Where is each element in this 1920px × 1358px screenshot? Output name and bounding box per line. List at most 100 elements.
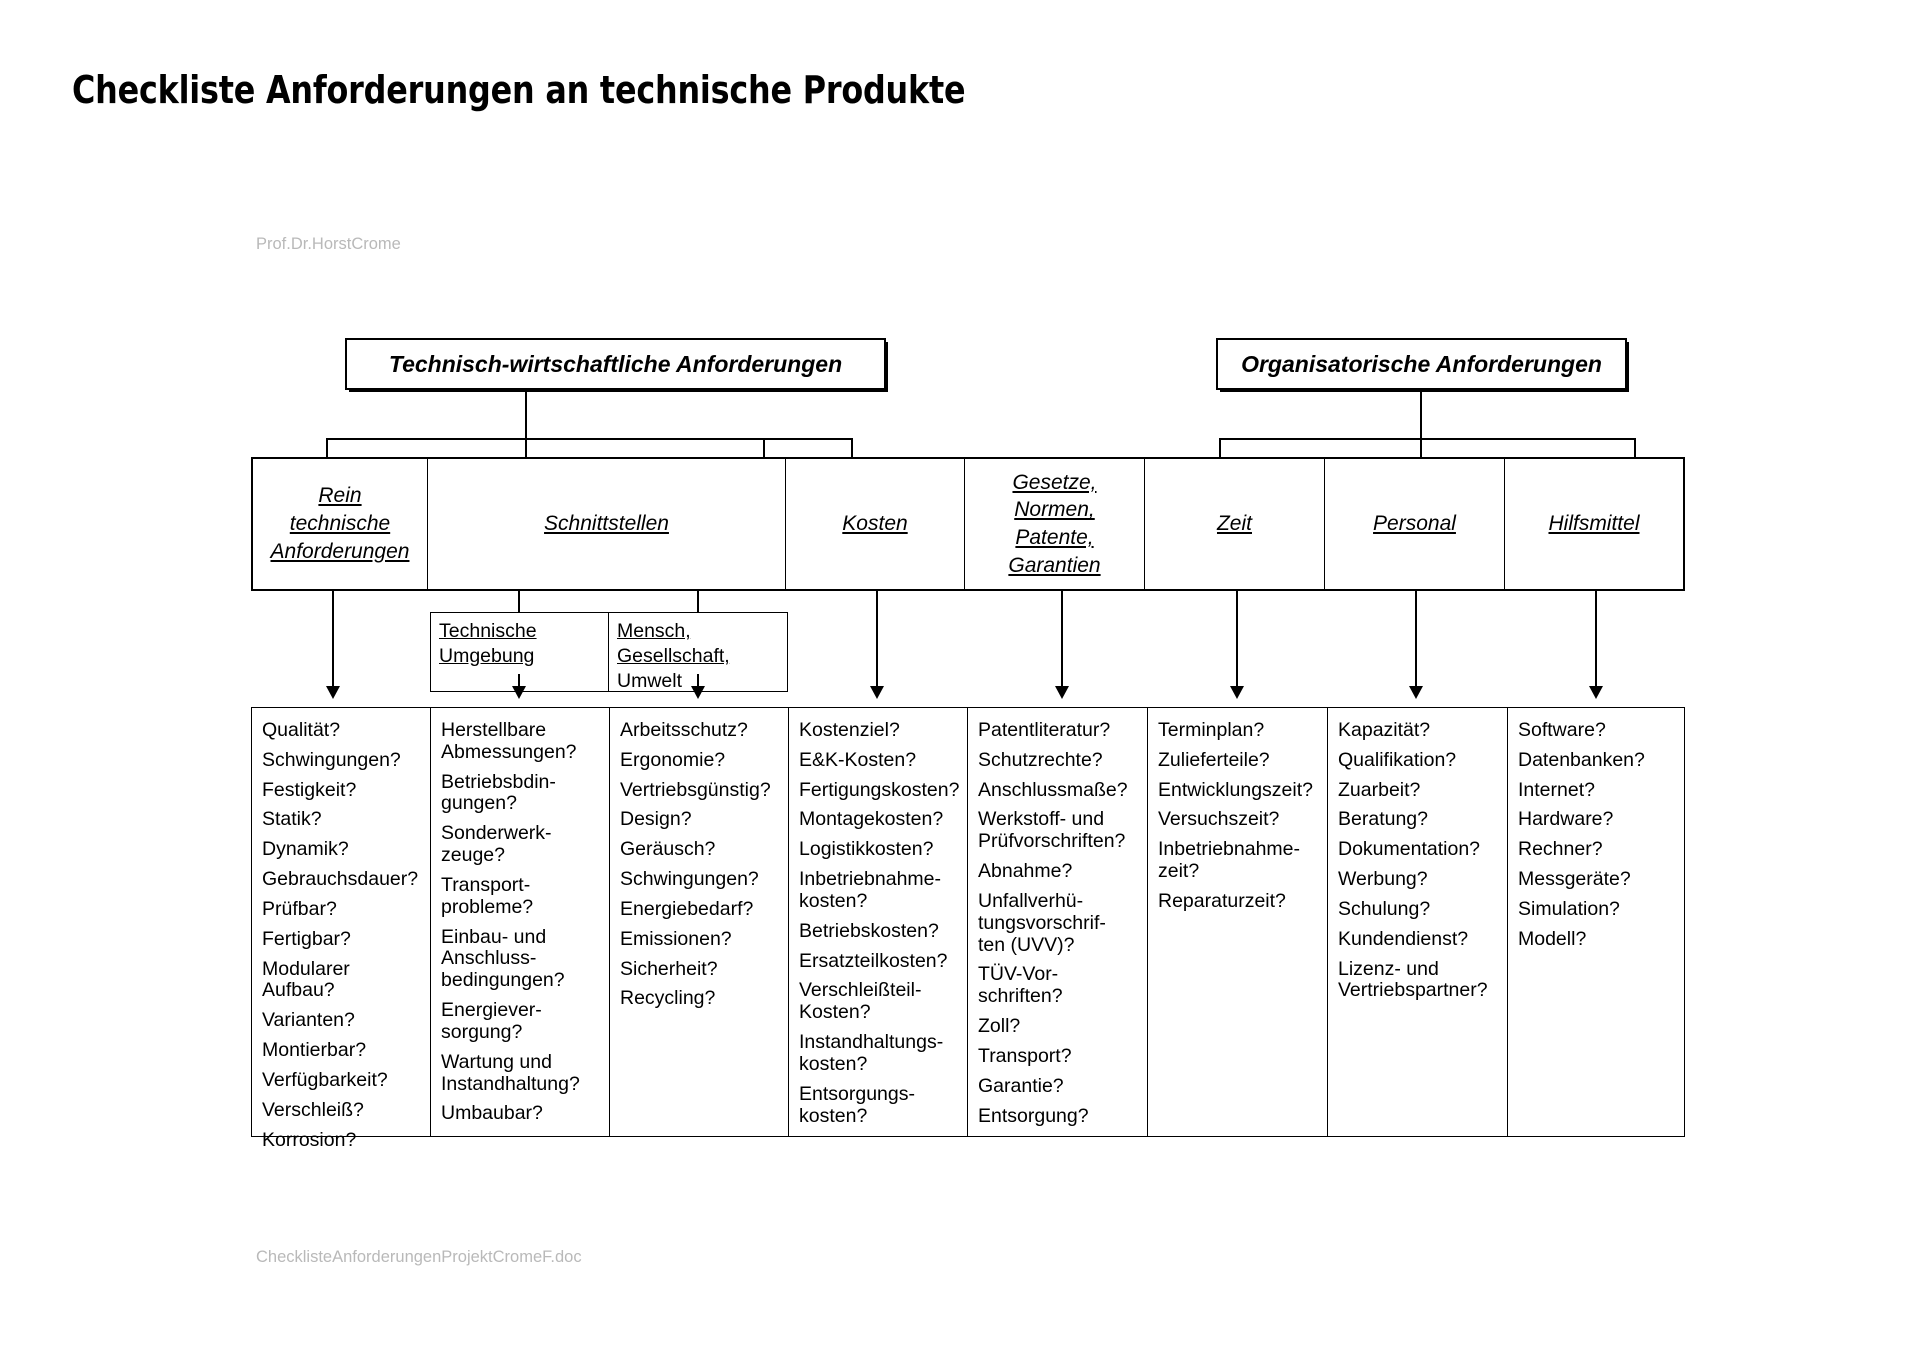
checklist-item: Versuchszeit?	[1158, 808, 1280, 831]
category-row: Rein technische Anforderungen Schnittste…	[251, 457, 1685, 591]
checklist-item: Abnahme?	[978, 860, 1073, 883]
subbox-label-line: Umgebung	[439, 644, 535, 667]
checklist-item: Datenbanken?	[1518, 748, 1645, 771]
connector-drop-zeit	[1219, 438, 1221, 459]
checklist-item: Vertriebsgünstig?	[620, 778, 771, 801]
checklist-item: Korrosion?	[262, 1128, 357, 1151]
checklist-item: Schutzrechte?	[978, 748, 1103, 771]
checklist-item: Zuarbeit?	[1338, 778, 1421, 801]
category-label-line: Hilfsmittel	[1548, 512, 1640, 536]
subbox-label-line: Umwelt	[617, 669, 683, 692]
category-label-line: Normen,	[1014, 498, 1095, 522]
checklist-item: Energiebedarf?	[620, 897, 754, 920]
connector-bracket-left	[326, 438, 853, 440]
category-label-line: technische	[289, 512, 391, 536]
checklist-item: Gebrauchsdauer?	[262, 868, 419, 891]
arrow-head-technische-umgebung	[512, 686, 526, 699]
checklist-item: Schwingungen?	[262, 748, 401, 771]
arrow-head-mensch	[691, 686, 705, 699]
arrow-head-hilfsmittel	[1589, 686, 1603, 699]
arrow-shaft-kosten	[876, 591, 878, 686]
checklist-item: Energiever- sorgung?	[441, 999, 542, 1043]
checklist-item: Verschleiß?	[262, 1098, 364, 1121]
checklist-item: Sonderwerk- zeuge?	[441, 822, 552, 867]
connector-bracket-right	[1219, 438, 1636, 440]
checklist-item: Einbau- und Anschluss- bedingungen?	[441, 925, 565, 992]
checklist-item: Schwingungen?	[620, 868, 759, 891]
category-kosten: Kosten	[786, 459, 965, 589]
checklist-item: Qualität?	[262, 719, 341, 741]
checklist-item: Prüfbar?	[262, 897, 337, 920]
checklist-item: Design?	[620, 808, 692, 831]
checklist-item: TÜV-Vor- schriften?	[978, 963, 1063, 1008]
checklist-item: Dokumentation?	[1338, 838, 1481, 861]
content-row: Qualität?Schwingungen?Festigkeit?Statik?…	[251, 707, 1685, 1150]
checklist-item: Schulung?	[1338, 897, 1431, 920]
checklist-item: Zulieferteile?	[1158, 748, 1270, 771]
category-label-line: Rein	[318, 484, 362, 508]
checklist-item: Hardware?	[1518, 808, 1614, 831]
checklist-item: Ersatzteilkosten?	[799, 949, 948, 972]
checklist-item: Herstellbare Abmessungen?	[441, 719, 577, 763]
category-schnittstellen: Schnittstellen	[428, 459, 786, 589]
connector-drop-personal	[1420, 438, 1422, 459]
checklist-item: Transport?	[978, 1044, 1072, 1067]
checklist-item: Recycling?	[620, 987, 716, 1010]
content-column-rein-technische-anforderungen: Qualität?Schwingungen?Festigkeit?Statik?…	[252, 708, 431, 1150]
checklist-item: Fertigungskosten?	[799, 778, 960, 801]
stem-to-mensch-gesellschaft-umwelt	[697, 591, 699, 613]
subbox-label-line: Mensch,	[617, 620, 691, 642]
arrow-head-zeit	[1230, 686, 1244, 699]
checklist-item: Arbeitsschutz?	[620, 719, 748, 741]
checklist-item: Geräusch?	[620, 838, 716, 861]
author-label: Prof.Dr.HorstCrome	[256, 235, 401, 253]
checklist-item: Verfügbarkeit?	[262, 1068, 388, 1091]
arrow-shaft-technische-umgebung	[518, 674, 520, 686]
arrow-shaft-zeit	[1236, 591, 1238, 686]
checklist-item: Patentliteratur?	[978, 719, 1111, 741]
content-column-zeit: Terminplan?Zulieferteile?Entwicklungszei…	[1148, 708, 1328, 1136]
checklist-item: Wartung und Instandhaltung?	[441, 1050, 580, 1095]
content-column-mensch-gesellschaft-umwelt: Arbeitsschutz? Ergonomie? Vertriebsgünstig…	[610, 708, 789, 1136]
checklist-item: Umbaubar?	[441, 1102, 543, 1125]
subbox-label-line: Gesellschaft,	[617, 644, 730, 667]
checklist-item: Verschleißteil- Kosten?	[799, 979, 922, 1024]
subbox-row: Technische Umgebung Mensch, Gesellschaft…	[430, 612, 788, 692]
checklist-item: Montagekosten?	[799, 808, 944, 831]
checklist-item: Software?	[1518, 719, 1606, 741]
checklist-item: Emissionen?	[620, 927, 732, 950]
category-label-line: Zeit	[1216, 512, 1252, 536]
subbox-technische-umgebung: Technische Umgebung	[431, 613, 609, 691]
connector-drop-hilfsmittel	[1634, 438, 1636, 459]
category-rein-technische-anforderungen: Rein technische Anforderungen	[253, 459, 428, 589]
checklist-item: Kapazität?	[1338, 719, 1431, 741]
stem-to-technische-umgebung	[518, 591, 520, 613]
footer-filename: ChecklisteAnforderungenProjektCromeF.doc	[256, 1248, 582, 1266]
checklist-item: Entsorgung?	[978, 1104, 1089, 1127]
arrow-head-rein	[326, 686, 340, 699]
checklist-item: Qualifikation?	[1338, 748, 1457, 771]
checklist-item: Inbetriebnahme- kosten?	[799, 868, 942, 912]
checklist-item: Werkstoff- und Prüfvorschriften?	[978, 808, 1126, 853]
top-box-label: Organisatorische Anforderungen	[1241, 350, 1602, 377]
top-box-technisch-wirtschaftliche: Technisch-wirtschaftliche Anforderungen	[345, 338, 886, 390]
arrow-shaft-personal	[1415, 591, 1417, 686]
checklist-item: Rechner?	[1518, 838, 1603, 861]
checklist-item: Modularer Aufbau?	[262, 957, 350, 1002]
category-gesetze-normen-patente-garantien: Gesetze, Normen, Patente, Garantien	[965, 459, 1145, 589]
checklist-item: Garantie?	[978, 1074, 1064, 1097]
category-label-line: Garantien	[1008, 553, 1101, 577]
top-box-organisatorische: Organisatorische Anforderungen	[1216, 338, 1627, 390]
checklist-item: Kostenziel?	[799, 719, 900, 741]
checklist-item: Anschlussmaße?	[978, 778, 1128, 801]
checklist-item: Modell?	[1518, 927, 1587, 950]
checklist-item: Dynamik?	[262, 838, 349, 861]
checklist-item: Transport- probleme?	[441, 873, 534, 918]
connector-drop-schnittstellen	[525, 438, 527, 459]
checklist-item: Ergonomie?	[620, 748, 726, 771]
checklist-item: Fertigbar?	[262, 927, 351, 950]
checklist-item: Betriebskosten?	[799, 919, 939, 942]
checklist-item: Lizenz- und Vertriebspartner?	[1338, 957, 1488, 1002]
checklist-item: Festigkeit?	[262, 778, 357, 801]
arrow-shaft-rein	[332, 591, 334, 686]
